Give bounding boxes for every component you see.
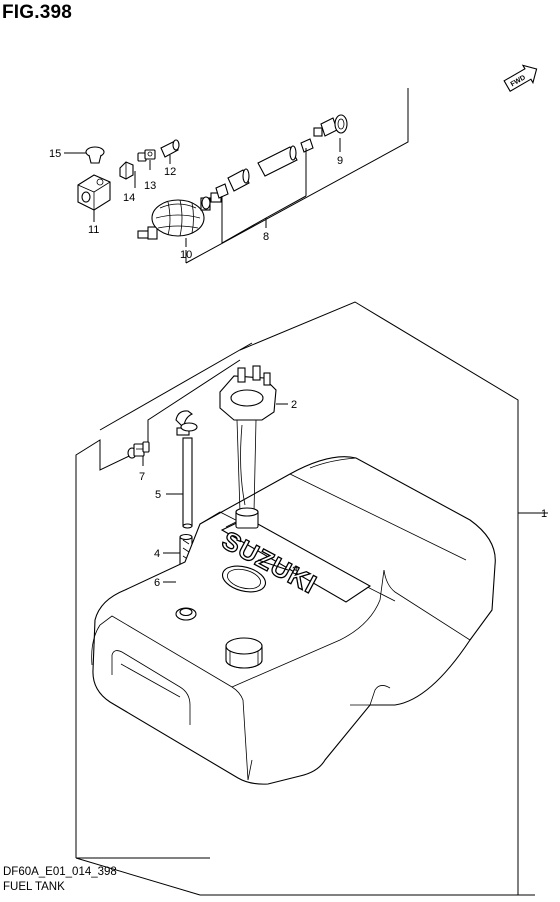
callout-4: 4 [154, 548, 160, 560]
callout-13: 13 [144, 180, 156, 192]
part-13-nipple [137, 149, 156, 162]
fwd-direction-badge: FWD [503, 64, 538, 92]
callout-3: 3 [292, 565, 298, 577]
part-15-cap [85, 146, 105, 164]
part-9-fuel-connector [313, 114, 348, 152]
part-5-elbow-pipe [175, 410, 198, 529]
tank-assembly-frame [75, 301, 548, 896]
part-7-air-vent-screw [127, 441, 150, 466]
figure-name: FUEL TANK [3, 881, 65, 893]
part-14-clip [119, 161, 134, 180]
callout-8: 8 [263, 231, 269, 243]
part-12-sleeve [160, 139, 180, 158]
leader-lines [64, 152, 289, 583]
fuel-line-group-frame [185, 88, 409, 264]
callout-10: 10 [180, 249, 192, 261]
callout-7: 7 [139, 471, 145, 483]
callout-2: 2 [291, 399, 297, 411]
part-2-fuel-gauge [219, 365, 288, 529]
figure-title: FIG.398 [2, 2, 73, 23]
part-11-connector [77, 174, 111, 211]
part-1-fuel-tank: SUZUKI [91, 456, 496, 785]
figure-code: DF60A_E01_014_398 [3, 866, 117, 878]
callout-14: 14 [123, 192, 135, 204]
callout-15: 15 [49, 148, 61, 160]
callout-12: 12 [164, 166, 176, 178]
callout-5: 5 [155, 489, 161, 501]
part-8-fuel-hose [215, 138, 314, 244]
callout-6: 6 [154, 577, 160, 589]
callout-1: 1 [541, 508, 547, 520]
part-10-primer-bulb [137, 192, 222, 240]
callout-labels: 1 2 3 4 5 6 7 8 9 10 11 12 13 14 15 [49, 148, 547, 589]
callout-9: 9 [337, 155, 343, 167]
callout-11: 11 [88, 224, 99, 236]
